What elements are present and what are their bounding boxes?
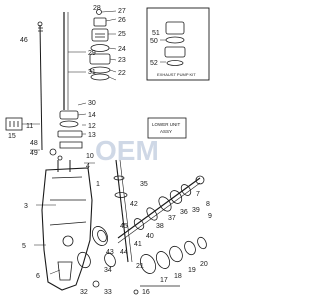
callout: 21 [136,263,144,270]
callout: 26 [118,17,126,24]
callout: 23 [118,57,126,64]
callout: 10 [86,153,94,160]
water-pump-stack [89,9,111,81]
callout: 42 [130,201,138,208]
callout: 40 [146,233,154,240]
lower-casing [41,167,93,291]
callout: 41 [134,241,142,248]
callouts: 28 27 26 25 24 23 22 46 29 31 30 14 12 1… [8,5,212,296]
callout: 3 [24,203,28,210]
callout: 20 [200,261,208,268]
callout: 30 [88,100,96,107]
callout: 6 [36,273,40,280]
callout: 36 [180,209,188,216]
parts-diagram: OEM [5,5,212,296]
bearing-group [133,236,207,295]
callout: 19 [188,267,196,274]
callout: 43 [106,249,114,256]
lower-unit-label-2: ASSY [160,129,172,134]
callout: 39 [192,207,200,214]
callout: 9 [208,213,212,220]
callout: 49 [30,150,38,157]
shift-rod [39,24,43,151]
callout: 15 [8,133,16,140]
callout: 11 [26,123,33,130]
callout: 37 [168,215,176,222]
callout: 35 [140,181,148,188]
callout: 33 [104,289,112,296]
exhaust-pump-kit-box [146,7,210,81]
callout: 28 [93,5,101,12]
propeller-shaft [117,175,205,244]
callout: 31 [88,69,96,76]
callout: 1 [96,181,100,188]
callout: 5 [22,243,26,250]
callout: 12 [88,123,96,130]
callout: 8 [206,201,210,208]
callout: 50 [150,38,158,45]
lower-unit-label-1: LOWER UNIT [152,122,181,127]
callout: 29 [88,50,96,57]
lower-drive-shaft [113,159,133,263]
callout: 38 [156,223,164,230]
callout: 16 [142,289,150,296]
callout: 48 [30,140,38,147]
callout: 51 [152,30,160,37]
callout: 7 [196,191,200,198]
callout: 46 [20,37,28,44]
callout: 45 [120,223,128,230]
kit-box-label: EXHAUST PUMP KIT [157,72,196,77]
watermark: OEM [95,135,159,166]
callout: 4 [86,163,90,170]
callout: 18 [174,273,182,280]
callout: 44 [120,249,128,256]
exploded-view: OEM [5,5,212,296]
callout: 14 [88,112,96,119]
callout: 17 [160,277,168,284]
callout: 13 [88,132,96,139]
callout: 27 [118,8,126,15]
callout: 24 [118,46,126,53]
callout: 32 [80,289,88,296]
callout: 22 [118,70,126,77]
gears [77,226,116,288]
callout: 34 [104,267,112,274]
callout: 52 [150,60,158,67]
callout: 25 [118,31,126,38]
